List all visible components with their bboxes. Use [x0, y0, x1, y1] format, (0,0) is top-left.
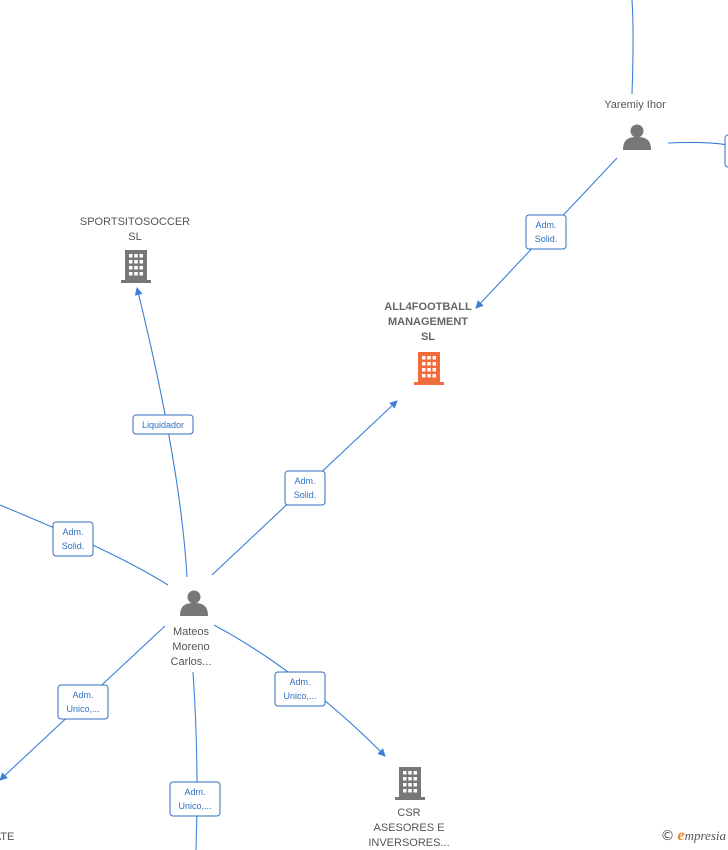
edge-label-mateos-sportsito[interactable]: Liquidador [132, 414, 194, 435]
edge-mateos-bottom [192, 671, 198, 850]
edge-label-mateos-bottomleft[interactable]: Adm. Unico,... [57, 684, 109, 720]
node-yaremiy-ihor[interactable]: Yaremiy Ihor [604, 99, 666, 150]
edge-label-line-1: Adm. [62, 527, 83, 537]
person-icon [623, 124, 651, 150]
node-all4football-management[interactable]: ALL4FOOTBALL MANAGEMENT SL [384, 301, 472, 385]
edge-label-line-1: Liquidador [142, 420, 184, 430]
node-label: MANAGEMENT [388, 316, 468, 328]
node-label: SPORTSITOSOCCER [80, 216, 190, 228]
brand-name: mpresia [684, 828, 726, 843]
edge-label-line-2: Solid. [535, 234, 558, 244]
copyright-icon: © [660, 828, 675, 844]
node-label: ASESORES E [374, 822, 445, 834]
node-partial-left[interactable]: ATE [0, 831, 14, 843]
edge-label-yaremiy-all4[interactable]: Adm. Solid. [525, 214, 567, 250]
edge-top-to-yaremiy [631, 0, 634, 95]
building-icon [395, 767, 425, 800]
building-icon [414, 352, 444, 385]
node-label: Carlos... [171, 656, 212, 668]
edge-label-mateos-all4[interactable]: Adm. Solid. [284, 470, 326, 506]
building-icon [121, 250, 151, 283]
edge-label-line-1: Adm. [535, 220, 556, 230]
edge-label-mateos-left[interactable]: Adm. Solid. [52, 521, 94, 557]
edge-label-mateos-bottom[interactable]: Adm. Unico,... [169, 781, 221, 817]
node-label: ATE [0, 831, 14, 843]
person-icon [180, 590, 208, 616]
edge-label-mateos-csr[interactable]: Adm. Unico,... [274, 671, 326, 707]
node-label: Moreno [172, 641, 209, 653]
node-label: SL [421, 331, 435, 343]
node-csr-asesores[interactable]: CSR ASESORES E INVERSORES... [368, 767, 450, 849]
edge-yaremiy-to-right [667, 141, 728, 146]
edge-label-line-1: Adm. [72, 690, 93, 700]
edge-label-line-2: Unico,... [66, 704, 99, 714]
edge-label-line-1: Adm. [184, 787, 205, 797]
edge-label-line-1: Adm. [289, 677, 310, 687]
node-label: Yaremiy Ihor [604, 99, 666, 111]
brand-initial: e [677, 827, 685, 844]
node-label: Mateos [173, 626, 210, 638]
node-mateos-moreno-carlos[interactable]: Mateos Moreno Carlos... [171, 590, 212, 669]
empresia-logo: © empresia [660, 827, 726, 845]
edge-label-line-1: Adm. [294, 476, 315, 486]
node-label: INVERSORES... [368, 837, 449, 849]
edge-label-line-2: Solid. [294, 490, 317, 500]
edge-label-line-2: Solid. [62, 541, 85, 551]
node-label: SL [128, 231, 141, 243]
node-label: ALL4FOOTBALL [384, 301, 472, 313]
node-label: CSR [397, 807, 420, 819]
offscreen-node-edge [724, 134, 728, 168]
node-sportsitosoccer[interactable]: SPORTSITOSOCCER SL [80, 216, 190, 283]
edge-label-line-2: Unico,... [283, 691, 316, 701]
edge-label-line-2: Unico,... [178, 801, 211, 811]
